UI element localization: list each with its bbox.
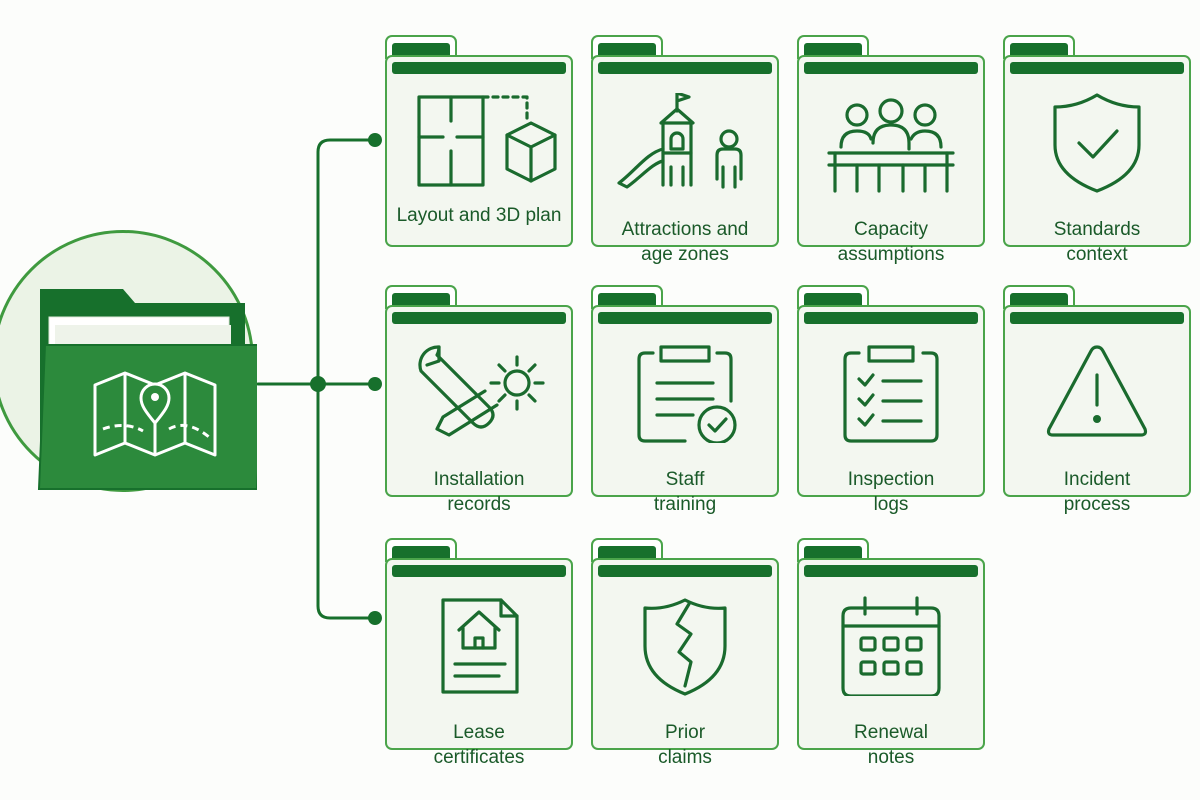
folder-label-line: certificates	[433, 747, 525, 768]
connector-node-top	[368, 133, 382, 147]
folder-label-line: notes	[867, 747, 915, 768]
folder-label-line: Attractions and	[621, 219, 749, 240]
folder-label-line: Prior	[664, 722, 706, 743]
playground-and-child-icon	[605, 91, 765, 193]
folder-label: Attractions and age zones	[595, 217, 775, 267]
folder-header-band	[392, 565, 566, 577]
connector-node-bottom	[368, 611, 382, 625]
folder-header-band	[392, 62, 566, 74]
connector-node-middle	[368, 377, 382, 391]
warning-triangle-icon	[1017, 343, 1177, 443]
folder-body	[591, 55, 779, 247]
wrench-and-gear-icon	[399, 343, 559, 443]
folder-header-band	[1010, 312, 1184, 324]
folder-label-line: logs	[873, 494, 909, 515]
folder-label-line: Renewal	[854, 722, 928, 743]
shield-check-icon	[1017, 93, 1177, 193]
folder-label-line: age zones	[641, 244, 729, 265]
folder-label-line: assumptions	[837, 244, 945, 265]
folder-header-band	[598, 565, 772, 577]
folder-body	[385, 55, 573, 247]
folder-label: Prior claims	[595, 720, 775, 770]
folder-label: Layout and 3D plan	[389, 203, 569, 228]
cracked-shield-icon	[605, 596, 765, 696]
clipboard-check-icon	[605, 343, 765, 445]
folder-card-claims[interactable]: Prior claims	[591, 538, 779, 768]
folder-header-band	[804, 62, 978, 74]
house-document-icon	[399, 596, 559, 696]
folder-body	[591, 305, 779, 497]
folder-card-incident[interactable]: Incident process	[1003, 285, 1191, 515]
group-of-people-icon	[811, 93, 971, 193]
folder-label-line: Capacity	[854, 219, 928, 240]
folder-body	[591, 558, 779, 750]
folder-header-band	[598, 62, 772, 74]
folder-card-training[interactable]: Staff training	[591, 285, 779, 515]
folder-header-band	[1010, 62, 1184, 74]
folder-label-line: training	[653, 494, 717, 515]
folder-body	[385, 558, 573, 750]
folder-label-line: process	[1063, 494, 1131, 515]
folder-label: Lease certificates	[389, 720, 569, 770]
folder-label: Installation records	[389, 467, 569, 517]
hub-circle	[0, 230, 257, 492]
folder-label: Staff training	[595, 467, 775, 517]
folder-header-band	[804, 565, 978, 577]
folder-label-line: records	[447, 494, 511, 515]
connector-trunk	[316, 138, 377, 620]
folder-header-band	[392, 312, 566, 324]
folder-label: Standards context	[1007, 217, 1187, 267]
folder-label-line: Incident	[1063, 469, 1131, 490]
folder-header-band	[804, 312, 978, 324]
folder-label: Capacity assumptions	[801, 217, 981, 267]
folder-card-inspection[interactable]: Inspection logs	[797, 285, 985, 515]
folder-label: Renewal notes	[801, 720, 981, 770]
calendar-icon	[811, 596, 971, 698]
folder-card-standards[interactable]: Standards context	[1003, 35, 1191, 265]
floor-plan-and-cube-icon	[399, 93, 559, 193]
folder-card-installation[interactable]: Installation records	[385, 285, 573, 515]
folder-label-line: Staff	[665, 469, 705, 490]
checklist-clipboard-icon	[811, 343, 971, 443]
folder-label-line: context	[1066, 244, 1128, 265]
folder-label-line: Standards	[1053, 219, 1141, 240]
folder-body	[797, 558, 985, 750]
connector-junction	[310, 376, 326, 392]
folder-body	[385, 305, 573, 497]
folder-label-line: Inspection	[847, 469, 935, 490]
folder-label: Inspection logs	[801, 467, 981, 517]
folder-card-attractions[interactable]: Attractions and age zones	[591, 35, 779, 265]
folder-card-lease[interactable]: Lease certificates	[385, 538, 573, 768]
folder-body	[797, 55, 985, 247]
folder-card-capacity[interactable]: Capacity assumptions	[797, 35, 985, 265]
folder-card-renewal[interactable]: Renewal notes	[797, 538, 985, 768]
folder-card-layout[interactable]: Layout and 3D plan	[385, 35, 573, 247]
folder-label-line: claims	[658, 747, 712, 768]
folder-label-line: Layout and 3D plan	[396, 205, 562, 226]
folder-label-line: Lease	[453, 722, 505, 743]
folder-header-band	[598, 312, 772, 324]
folder-label-line: Installation	[433, 469, 525, 490]
folder-label: Incident process	[1007, 467, 1187, 517]
folder-with-map-icon	[37, 289, 257, 490]
